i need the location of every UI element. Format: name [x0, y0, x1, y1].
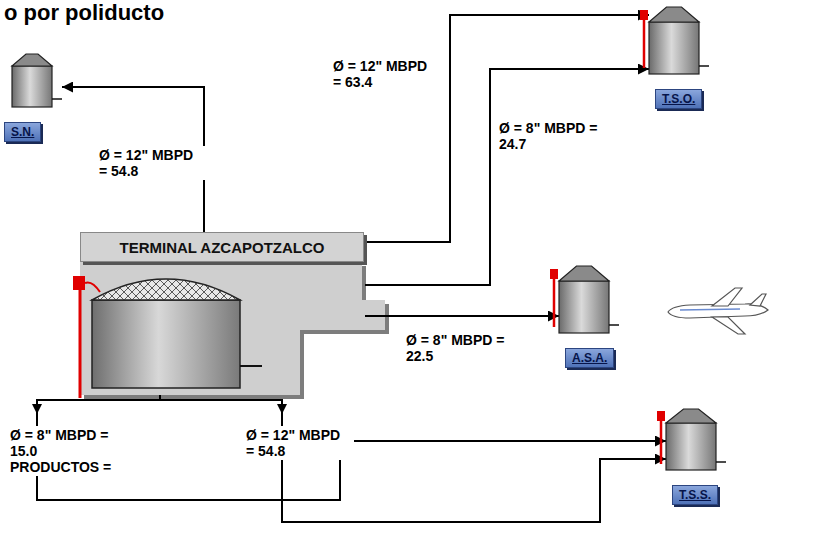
pipeline-connector — [37, 395, 666, 500]
tank-illustration — [549, 262, 619, 336]
terminal-band: TERMINAL AZCAPOTZALCO — [80, 232, 364, 262]
pipeline-connector — [160, 395, 666, 522]
pipe-spec-label: Ø = 12" MBPD = 54.8 — [97, 146, 207, 180]
tank-illustration — [656, 405, 726, 473]
tank-label: S.N. — [4, 122, 41, 142]
pipeline-connector — [365, 315, 559, 317]
pipeline-connector — [365, 69, 649, 285]
tank-label: A.S.A. — [565, 348, 614, 368]
airplane-icon — [668, 288, 768, 334]
pipe-spec-label: Ø = 8" MBPD = 22.5 — [404, 331, 514, 365]
tank-illustration — [2, 50, 62, 110]
pipeline-connector — [365, 15, 649, 242]
pipe-spec-label: Ø = 12" MBPD = 54.8 — [244, 426, 354, 460]
storage-tank-node: S.N. — [2, 50, 66, 148]
pipe-spec-label: Ø = 12" MBPD = 63.4 — [331, 57, 441, 91]
storage-tank-node: T.S.S. — [650, 405, 732, 511]
tank-label: T.S.O. — [655, 89, 702, 109]
storage-tank-node: A.S.A. — [543, 262, 625, 374]
terminal-ground — [80, 250, 385, 395]
page-title: o por poliducto — [4, 0, 164, 26]
pipe-spec-label: Ø = 8" MBPD = 15.0 PRODUCTOS = — [8, 426, 118, 476]
tank-illustration — [639, 3, 709, 77]
terminal-tank — [73, 276, 262, 398]
terminal-node: TERMINAL AZCAPOTZALCO — [80, 232, 365, 395]
branch-arrowheads — [32, 404, 287, 414]
pipe-spec-label: Ø = 8" MBPD = 24.7 — [497, 119, 607, 153]
storage-tank-node: T.S.O. — [635, 3, 711, 113]
tank-label: T.S.S. — [672, 485, 718, 505]
